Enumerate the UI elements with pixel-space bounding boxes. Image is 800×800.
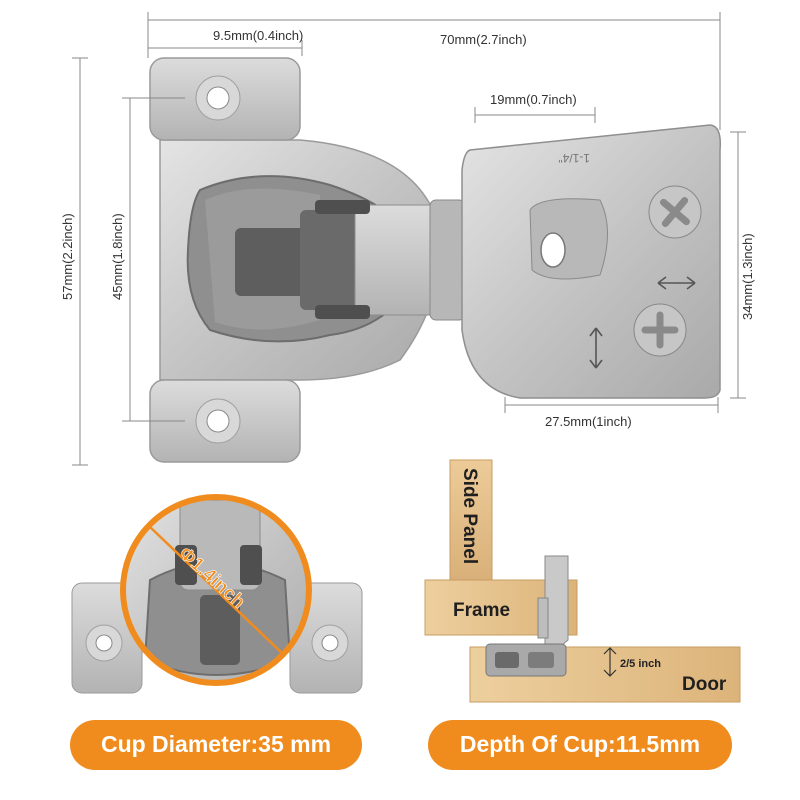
cup-diameter-badge: Cup Diameter:35 mm bbox=[70, 720, 362, 770]
adjustment-slot bbox=[529, 198, 608, 280]
bottom-screw-hole bbox=[195, 398, 241, 444]
side-panel-board bbox=[449, 459, 493, 581]
hinge-top-view: 1-1/4" bbox=[149, 57, 722, 463]
dimension-lines bbox=[72, 12, 746, 466]
dim-arm-width: 19mm(0.7inch) bbox=[490, 92, 577, 107]
dim-arm-height: 34mm(1.3inch) bbox=[740, 233, 755, 320]
side-adjust-arrow-icon bbox=[657, 276, 696, 290]
cup-diameter-ring bbox=[120, 494, 312, 686]
cup-diameter-line bbox=[149, 526, 283, 654]
door-label: Door bbox=[682, 674, 727, 695]
cup-depth-small-label: 2/5 inch bbox=[620, 658, 661, 670]
closeup-right-hole bbox=[311, 624, 349, 662]
dim-total-width: 70mm(2.7inch) bbox=[440, 32, 527, 47]
cup-closeup: Φ1.4inch bbox=[71, 494, 363, 694]
dim-arm-length: 27.5mm(1inch) bbox=[545, 414, 632, 429]
depth-adjust-screw bbox=[648, 185, 702, 239]
install-diagram: 2/5 inch Side Panel Frame Door bbox=[424, 459, 741, 703]
dim-hole-spacing: 45mm(1.8inch) bbox=[110, 213, 125, 300]
side-adjust-screw bbox=[633, 303, 687, 357]
cup-depth-badge: Depth Of Cup:11.5mm bbox=[428, 720, 732, 770]
overlay-stamp: 1-1/4" bbox=[558, 151, 590, 165]
top-screw-hole bbox=[195, 75, 241, 121]
height-adjust-arrow-icon bbox=[589, 327, 603, 369]
dim-plate-height: 57mm(2.2inch) bbox=[60, 213, 75, 300]
cup-depth-arrow bbox=[603, 647, 617, 677]
closeup-left-hole bbox=[85, 624, 123, 662]
dim-screw-offset: 9.5mm(0.4inch) bbox=[213, 28, 303, 43]
frame-label: Frame bbox=[453, 600, 510, 621]
side-panel-label: Side Panel bbox=[459, 468, 480, 564]
